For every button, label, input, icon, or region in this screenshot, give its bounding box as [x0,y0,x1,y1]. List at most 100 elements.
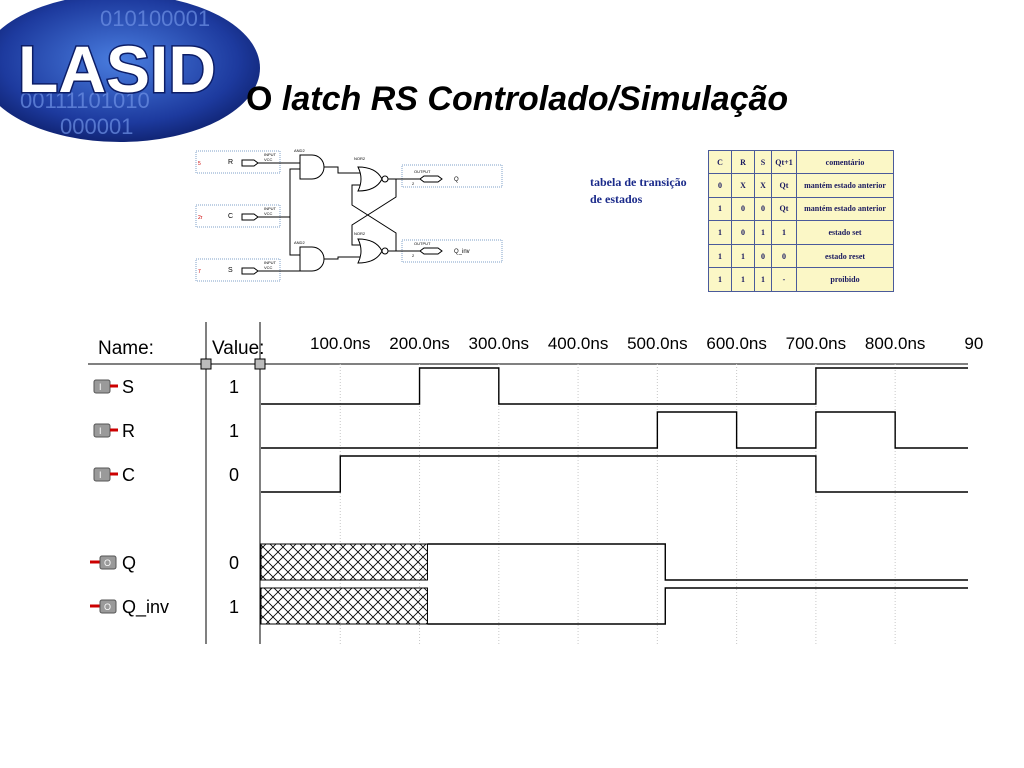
input-c-tag: INPUT [264,206,277,211]
header-r: R [731,150,755,174]
table-row: 1 1 1 - proibido [708,267,894,292]
unknown-state-region [260,587,428,625]
table-row: 1 1 0 0 estado reset [708,243,894,269]
output-qinv-pin: 2 [412,253,415,258]
logo-bits-2: 00111101010 [20,88,150,113]
input-pin-icon-glyph: I [99,382,102,392]
output-qinv-label: Q_inv [454,249,470,255]
time-tick-label: 600.0ns [706,334,767,353]
signal-waveform [261,367,968,405]
title-prefix: O [246,80,282,118]
time-tick-label: 400.0ns [548,334,609,353]
signal-row-q-inv[interactable]: O Q_inv 1 [90,587,968,625]
header-qnext: Qt+1 [771,150,797,174]
title-main: latch RS Controlado/Simulação [281,80,789,118]
cell: estado reset [796,243,894,269]
gate-nor-1-label: NOR2 [354,156,366,161]
cell: 1 [708,196,732,222]
input-s-tag: INPUT [264,260,277,265]
signal-name: R [122,421,135,441]
input-s-pin: 7 [198,269,201,275]
cell: 1 [754,267,772,292]
signal-waveform [427,543,968,581]
input-c-label: C [228,213,233,220]
signal-value: 1 [229,377,239,397]
signal-waveform [261,455,968,493]
unknown-state-region [260,543,428,581]
signal-value: 0 [229,553,239,573]
cell: 0 [754,243,772,269]
cell: 1 [708,220,732,245]
output-pin-icon [99,555,117,570]
input-r-vcc: VCC [264,157,273,162]
input-s-vcc: VCC [264,265,273,270]
value-column-header: Value: [212,338,264,359]
table-row: 1 0 1 1 estado set [708,220,894,245]
cell: 1 [708,267,732,292]
gate-and-2-label: AND2 [294,240,305,245]
output-q-tag: OUTPUT [414,169,431,174]
rs-latch-schematic: 5 R INPUT VCC 2r C INPUT VCC 7 S INPUT V… [195,148,503,282]
input-pin-icon-glyph: I [99,470,102,480]
signal-name: Q [122,553,136,573]
time-tick-label: 200.0ns [389,334,450,353]
header-c: C [708,150,732,174]
input-pin-icon [93,379,111,394]
transition-table-label: tabela de transição de estados [590,175,687,206]
cell: X [754,173,772,198]
signal-row-c[interactable]: I C 0 [93,455,968,493]
table-row: 0 X X Qt mantém estado anterior [708,173,894,198]
cell: X [731,173,755,198]
logo-text: LASID [18,32,216,106]
signal-value: 1 [229,597,239,617]
transition-table: C R S Qt+1 comentário 0 X X Qt mantém es… [708,150,894,292]
input-pin-icon [93,423,111,438]
input-r-pin: 5 [198,161,201,167]
logo-bits-1: 010100001 [100,6,210,31]
input-c-vcc: VCC [264,211,273,216]
input-r-label: R [228,159,233,166]
cell: Qt [771,173,797,198]
column-resize-handle-2[interactable] [254,358,266,370]
output-qinv-tag: OUTPUT [414,241,431,246]
column-resize-handle-1[interactable] [200,358,212,370]
output-q-pin: 2 [412,181,415,186]
input-s-label: S [228,267,233,274]
cell: 0 [731,220,755,245]
signal-waveform [427,587,968,625]
input-pin-icon-glyph: I [99,426,102,436]
input-pin-icon [93,467,111,482]
cell: 1 [754,220,772,245]
time-tick-label: 500.0ns [627,334,688,353]
input-r-tag: INPUT [264,152,277,157]
output-pin-icon [99,599,117,614]
signal-row-r[interactable]: I R 1 [93,411,968,449]
cell: 1 [771,220,797,245]
output-pin-icon-glyph: O [104,602,111,612]
cell: estado set [796,220,894,245]
time-tick-label: 700.0ns [786,334,847,353]
header-s: S [754,150,772,174]
page-title: O latch RS Controlado/Simulação [246,80,788,119]
table-row: 1 0 0 Qt mantém estado anterior [708,196,894,222]
signal-name: C [122,465,135,485]
time-tick-label: 800.0ns [865,334,926,353]
signal-value: 0 [229,465,239,485]
signal-waveform [261,411,968,449]
cell: 0 [754,196,772,222]
cell: mantém estado anterior [796,173,894,198]
time-tick-label: 90 [964,334,983,353]
header-comment: comentário [796,150,894,174]
cell: 1 [731,267,755,292]
input-c-pin: 2r [198,215,203,221]
signal-value: 1 [229,421,239,441]
signal-name: Q_inv [122,597,169,618]
cell: 1 [731,243,755,269]
time-tick-label: 100.0ns [310,334,371,353]
logo-bits-3: 000001 [60,114,133,139]
gate-and-1-label: AND2 [294,148,305,153]
cell: Qt [771,196,797,222]
